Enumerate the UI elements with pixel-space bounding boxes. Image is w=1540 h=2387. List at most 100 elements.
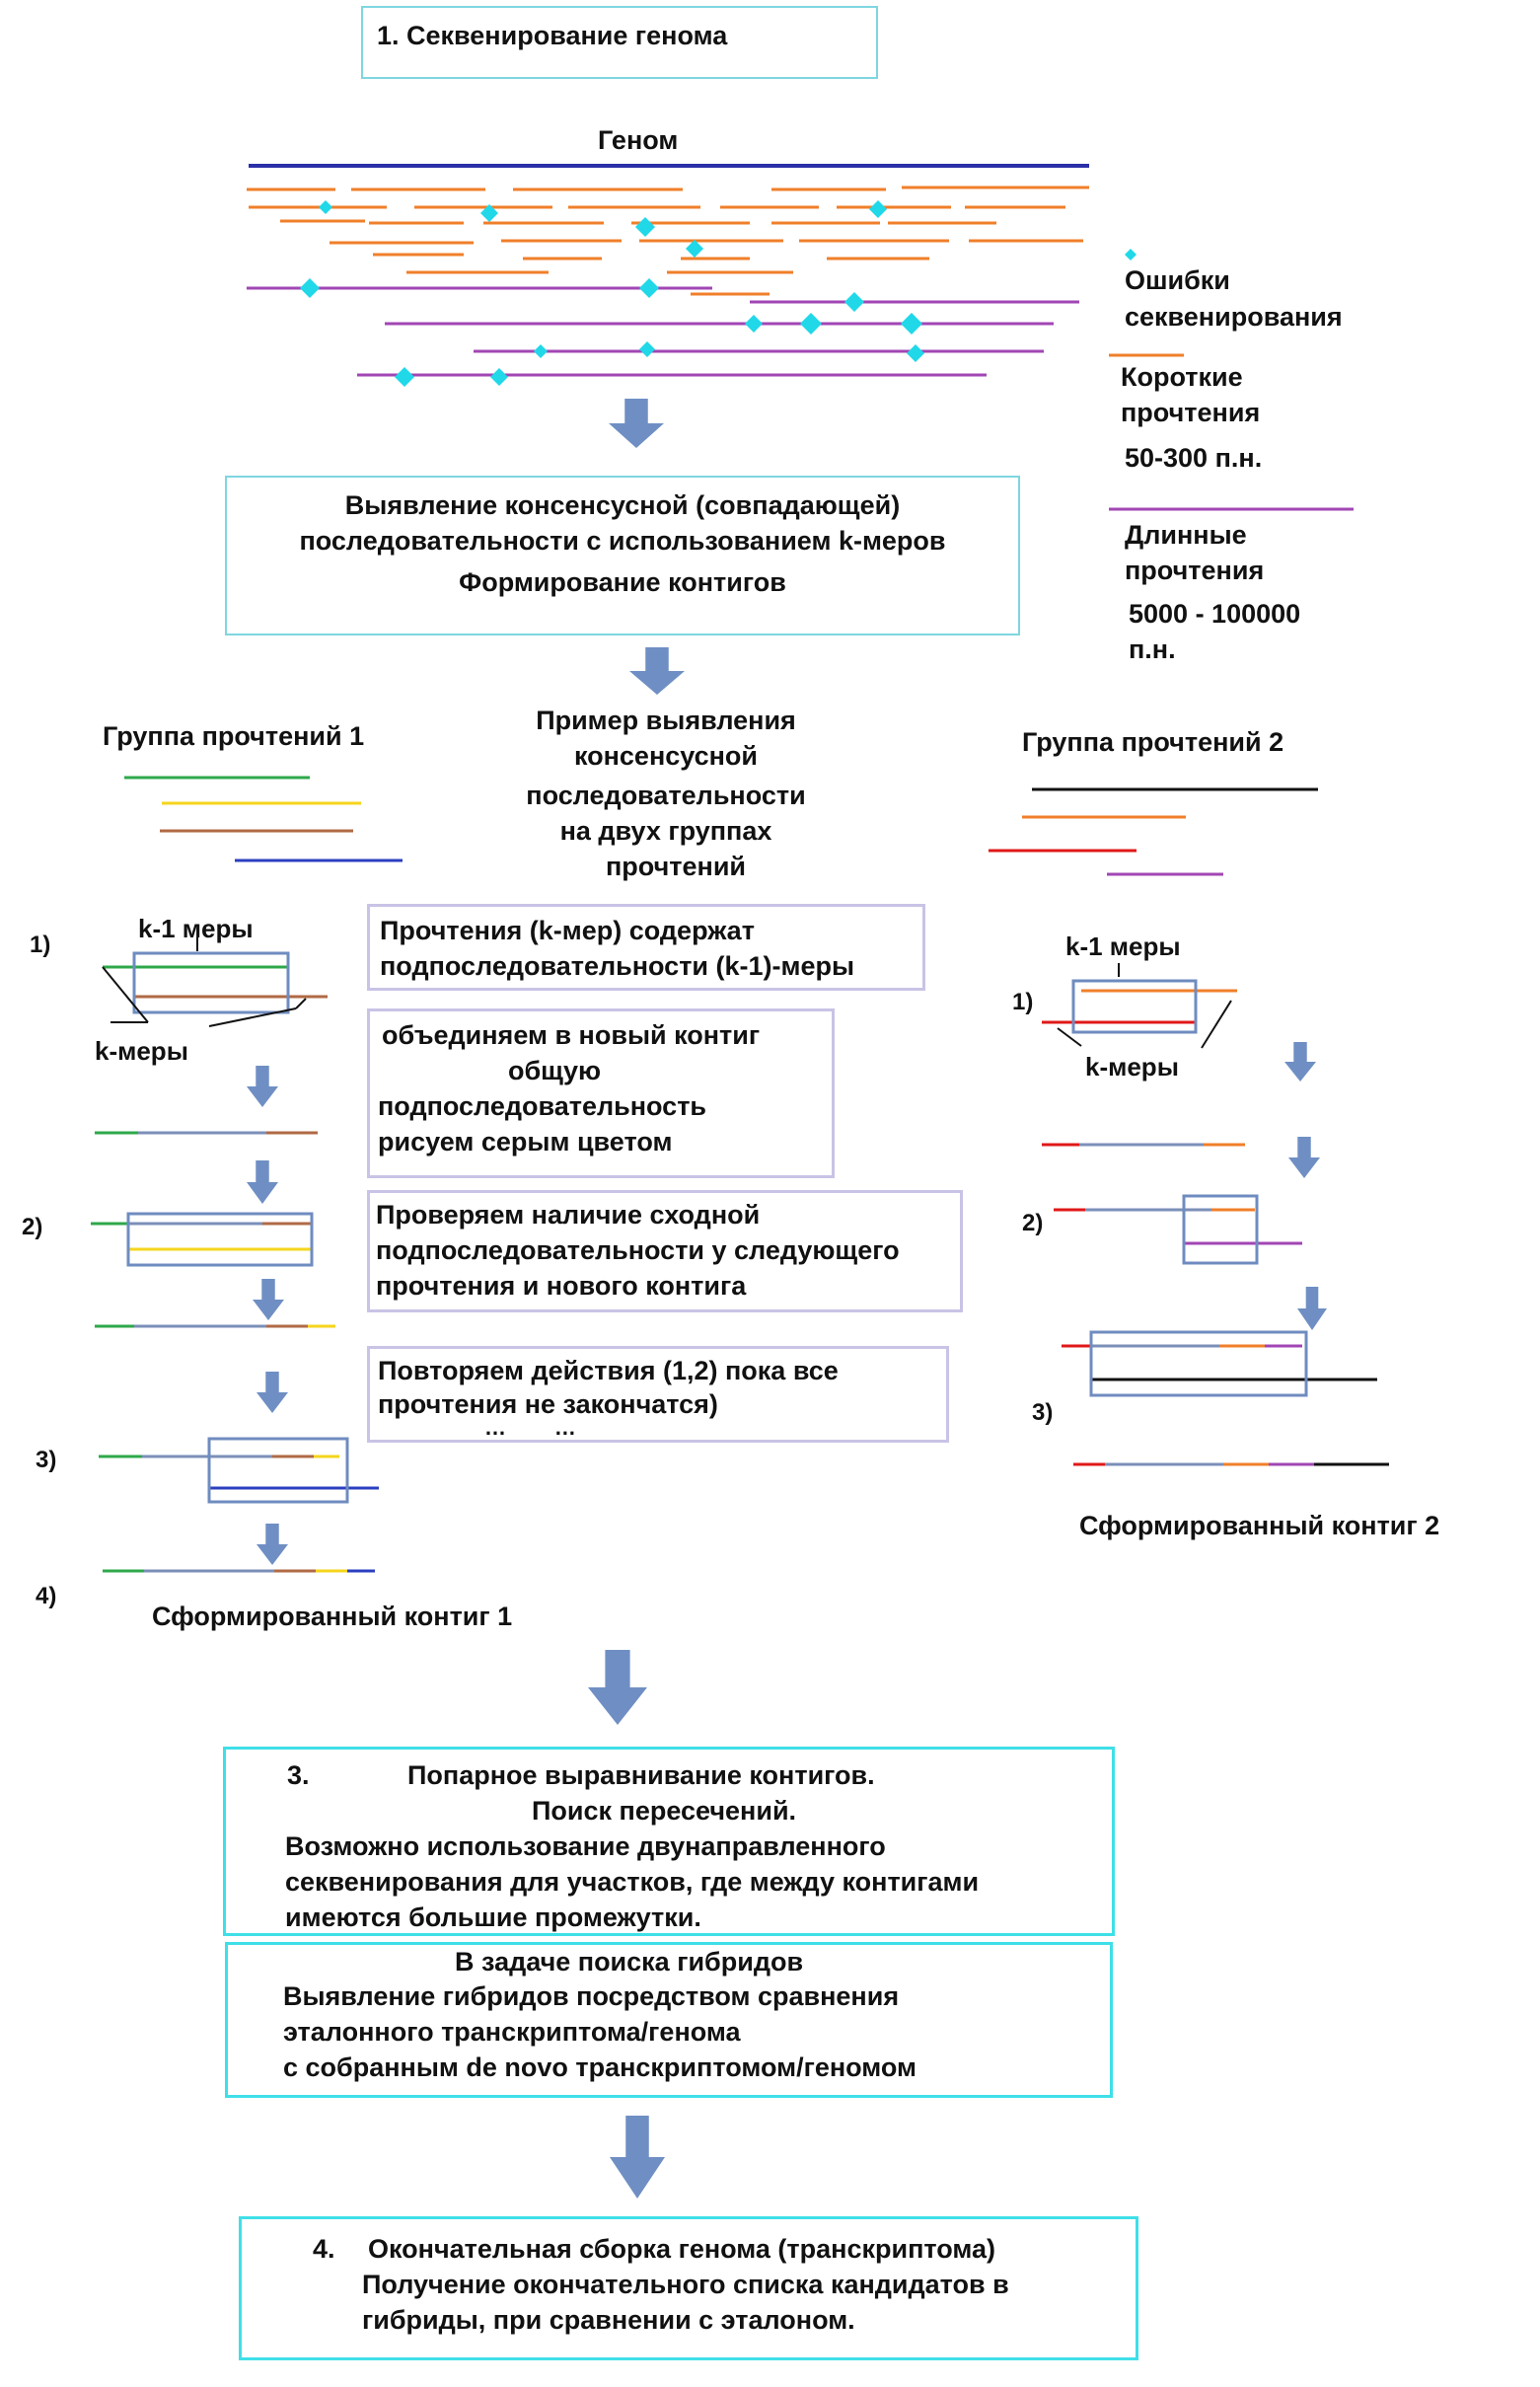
g1-step-2: 2) bbox=[22, 1214, 43, 1240]
hybrid-line4: с собранным de novo транскриптомом/геном… bbox=[283, 2052, 917, 2082]
example-title-line2: консенсусной bbox=[573, 741, 759, 771]
error-marker-6 bbox=[639, 278, 659, 298]
g1-k-label: k-меры bbox=[95, 1036, 188, 1066]
note4-line3: … … bbox=[484, 1415, 576, 1440]
g1-step-4: 4) bbox=[36, 1583, 57, 1609]
g1-s1-kmer-box bbox=[132, 951, 290, 1014]
g1-k1-label: k-1 меры bbox=[138, 914, 254, 943]
note3-box: Проверяем наличие сходной подпоследовате… bbox=[367, 1190, 963, 1312]
step1-box: 1. Секвенирование генома bbox=[361, 6, 878, 79]
g1-arrow-1 bbox=[247, 1066, 278, 1107]
error-marker-7 bbox=[844, 292, 864, 312]
note2-line4: рисуем серым цветом bbox=[378, 1127, 673, 1156]
step3-line4: секвенирования для участков, где между к… bbox=[285, 1867, 980, 1897]
g2-s2-box bbox=[1182, 1194, 1259, 1265]
legend-short-line1: Короткие bbox=[1121, 362, 1243, 392]
note2-line3: подпоследовательность bbox=[378, 1091, 707, 1121]
legend-long-line3: 5000 - 100000 bbox=[1129, 599, 1301, 629]
step3-line5: имеются большие промежутки. bbox=[285, 1902, 701, 1932]
contig2-label: Сформированный контиг 2 bbox=[1079, 1511, 1440, 1540]
hybrid-line1: В задаче поиска гибридов bbox=[455, 1947, 804, 1977]
error-marker-15 bbox=[490, 368, 508, 386]
g2-s1-k-pointer-b bbox=[1201, 1000, 1232, 1049]
contig1-label: Сформированный контиг 1 bbox=[152, 1602, 513, 1631]
step3-line2: Поиск пересечений. bbox=[532, 1796, 797, 1826]
step4-line1: Окончательная сборка генома (транскрипто… bbox=[368, 2234, 996, 2264]
down-arrow-4 bbox=[610, 2116, 665, 2199]
error-marker-0 bbox=[319, 200, 332, 214]
step3-number: 3. bbox=[287, 1760, 310, 1790]
note2-line1: объединяем в новый контиг bbox=[382, 1020, 761, 1050]
hybrid-line2: Выявление гибридов посредством сравнения bbox=[283, 1981, 900, 2011]
error-marker-10 bbox=[901, 313, 922, 335]
legend-long-line2: прочтения bbox=[1125, 556, 1265, 585]
genome-label: Геном bbox=[598, 125, 679, 155]
g1-step-3: 3) bbox=[36, 1447, 57, 1473]
note4-line2: прочтения не закончатся) bbox=[378, 1389, 718, 1419]
note3-line1: Проверяем наличие сходной bbox=[376, 1200, 761, 1230]
error-marker-4 bbox=[686, 240, 703, 258]
error-marker-3 bbox=[635, 217, 655, 237]
g1-s1-k-pointer-c bbox=[208, 1007, 297, 1027]
error-marker-11 bbox=[534, 344, 548, 358]
example-title-line5: прочтений bbox=[605, 852, 747, 881]
g1-s3-box bbox=[207, 1437, 349, 1504]
group2-title: Группа прочтений 2 bbox=[1022, 727, 1284, 757]
step2-line2: последовательности с использованием k-ме… bbox=[299, 526, 946, 556]
example-title-line3: последовательности bbox=[526, 781, 806, 810]
example-title-line4: на двух группах bbox=[559, 816, 772, 846]
note2-line2: общую bbox=[508, 1056, 602, 1085]
group1-title: Группа прочтений 1 bbox=[103, 721, 365, 751]
g2-k1-label: k-1 меры bbox=[1065, 932, 1181, 961]
g2-arrow-2 bbox=[1288, 1137, 1320, 1178]
error-marker-1 bbox=[480, 204, 498, 222]
g1-s1-k-pointer-a bbox=[102, 966, 149, 1023]
error-marker-12 bbox=[639, 341, 655, 357]
g1-step-1: 1) bbox=[30, 932, 51, 958]
legend-errors-line1: Ошибки bbox=[1125, 265, 1230, 295]
note1-line2: подпоследовательности (k-1)-меры bbox=[380, 951, 855, 981]
legend-long-line4: п.н. bbox=[1129, 634, 1176, 664]
step4-box: 4. Окончательная сборка генома (транскри… bbox=[239, 2216, 1138, 2360]
legend-short-line2: прочтения bbox=[1121, 398, 1261, 427]
g2-k-label: k-меры bbox=[1085, 1052, 1179, 1082]
g2-arrow-1 bbox=[1284, 1042, 1316, 1082]
step1-title: 1. Секвенирование генома bbox=[377, 21, 728, 50]
error-marker-8 bbox=[745, 315, 763, 333]
note3-line2: подпоследовательности у следующего bbox=[376, 1235, 900, 1265]
g2-step-1: 1) bbox=[1012, 989, 1034, 1015]
example-title: Пример выявления консенсусной последоват… bbox=[508, 703, 824, 884]
step3-line3: Возможно использование двунаправленного bbox=[285, 1831, 886, 1861]
down-arrow-2 bbox=[629, 647, 685, 695]
legend-short-line3: 50-300 п.н. bbox=[1125, 443, 1263, 473]
g2-step-2: 2) bbox=[1022, 1210, 1044, 1236]
g1-s2-box bbox=[126, 1212, 314, 1267]
note1-line1: Прочтения (k-мер) содержат bbox=[380, 916, 755, 945]
down-arrow-1 bbox=[609, 399, 664, 448]
note3-line3: прочтения и нового контига bbox=[376, 1271, 747, 1301]
error-marker-16 bbox=[1125, 249, 1137, 261]
note4-line1: Повторяем действия (1,2) пока все bbox=[378, 1356, 839, 1385]
error-marker-2 bbox=[869, 200, 887, 218]
error-marker-5 bbox=[300, 278, 320, 298]
g2-arrow-3 bbox=[1297, 1287, 1327, 1330]
g1-arrow-3 bbox=[253, 1279, 284, 1320]
hybrid-box: В задаче поиска гибридов Выявление гибри… bbox=[225, 1942, 1113, 2098]
g2-step-3: 3) bbox=[1032, 1399, 1054, 1426]
g1-arrow-2 bbox=[247, 1160, 278, 1204]
hybrid-line3: эталонного транскриптома/генома bbox=[283, 2017, 741, 2047]
step2-box: Выявление консенсусной (совпадающей) пос… bbox=[225, 476, 1020, 635]
g2-s3-box bbox=[1089, 1330, 1308, 1397]
example-title-line1: Пример выявления bbox=[536, 706, 796, 735]
note4-box: Повторяем действия (1,2) пока все прочте… bbox=[367, 1346, 949, 1443]
g1-s1-k-pointer-b bbox=[295, 998, 307, 1009]
note1-box: Прочтения (k-мер) содержат подпоследоват… bbox=[367, 904, 925, 991]
note2-box: объединяем в новый контиг общую подпосле… bbox=[367, 1008, 835, 1178]
step2-line3: Формирование контигов bbox=[459, 567, 786, 597]
step4-line3: гибриды, при сравнении с эталоном. bbox=[362, 2305, 855, 2335]
step3-box: 3. Попарное выравнивание контигов. Поиск… bbox=[223, 1747, 1115, 1936]
legend-errors-line2: секвенирования bbox=[1125, 302, 1343, 332]
step2-line1: Выявление консенсусной (совпадающей) bbox=[344, 490, 901, 520]
down-arrow-3 bbox=[588, 1650, 647, 1725]
